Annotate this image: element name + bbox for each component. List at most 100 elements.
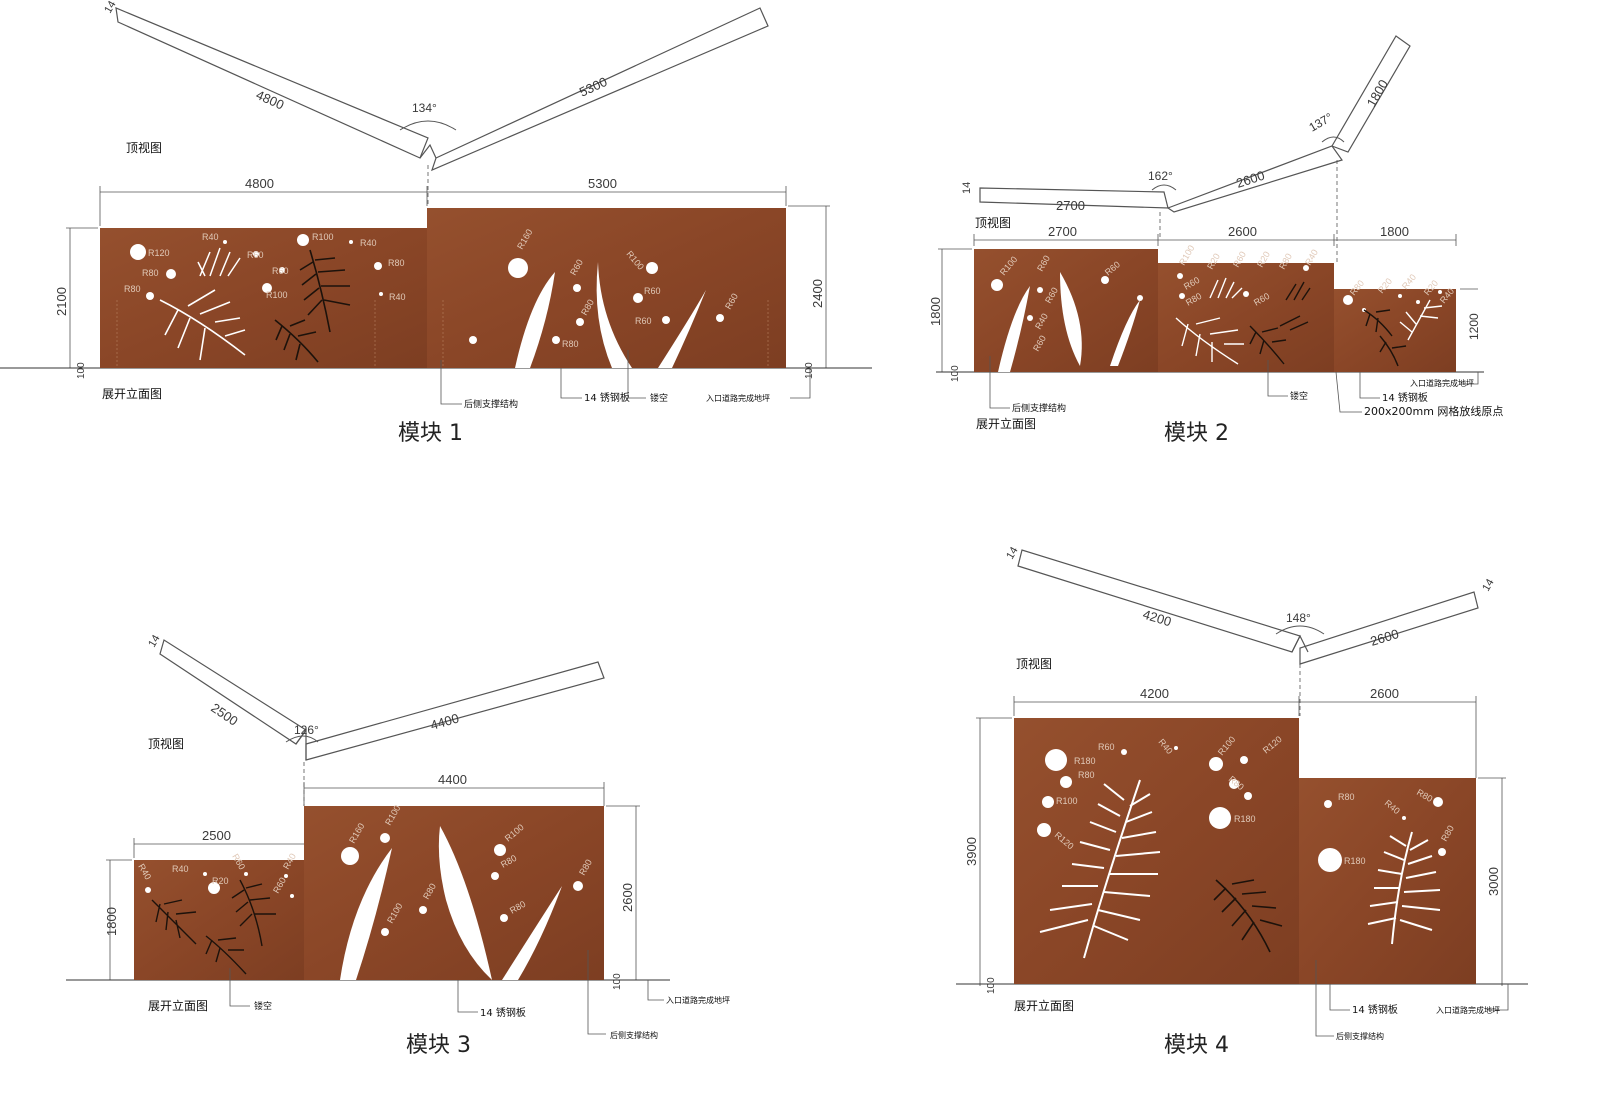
svg-text:R180: R180 bbox=[1344, 856, 1366, 866]
width-dim: 4200 bbox=[1140, 686, 1169, 701]
callout-hollow: 镂空 bbox=[1290, 390, 1308, 402]
plan-length: 4400 bbox=[429, 710, 461, 732]
thickness-label: 14 bbox=[1004, 545, 1021, 562]
module-4-plan bbox=[1017, 549, 1479, 716]
module-3: 14 2500 4400 126° 顶视图 2500 4400 1800 260… bbox=[66, 633, 730, 1058]
height-dim: 2600 bbox=[620, 883, 635, 912]
callout-ground: 入口道路完成地坪 bbox=[666, 995, 730, 1005]
module-1-plan bbox=[115, 7, 769, 206]
width-dim: 5300 bbox=[588, 176, 617, 191]
module-title: 模块 1 bbox=[398, 421, 463, 446]
svg-text:R80: R80 bbox=[124, 284, 141, 294]
thickness-label: 14 bbox=[102, 0, 119, 15]
svg-text:R100: R100 bbox=[266, 290, 288, 300]
top-view-label: 顶视图 bbox=[1016, 656, 1052, 671]
width-dim: 2500 bbox=[202, 828, 231, 843]
elevation-label: 展开立面图 bbox=[102, 386, 162, 401]
top-view-label: 顶视图 bbox=[148, 736, 184, 751]
svg-text:R60: R60 bbox=[644, 286, 661, 296]
height-dim: 1800 bbox=[104, 907, 119, 936]
top-view-label: 顶视图 bbox=[126, 140, 162, 155]
height-dim: 2400 bbox=[810, 279, 825, 308]
svg-text:R120: R120 bbox=[148, 248, 170, 258]
width-dim: 1800 bbox=[1380, 224, 1409, 239]
callout-support: 后侧支撑结构 bbox=[464, 398, 518, 410]
height-dim: 1200 bbox=[1467, 313, 1481, 340]
steel-panel bbox=[134, 860, 304, 980]
plan-length: 1800 bbox=[1364, 77, 1391, 110]
callout-ground: 入口道路完成地坪 bbox=[1436, 1005, 1500, 1015]
callout-ground: 入口道路完成地坪 bbox=[706, 393, 770, 403]
plan-angle: 134° bbox=[412, 101, 437, 115]
svg-text:R40: R40 bbox=[202, 232, 219, 242]
svg-text:R60: R60 bbox=[635, 316, 652, 326]
callout-support: 后侧支撑结构 bbox=[1336, 1031, 1384, 1041]
width-dim: 2600 bbox=[1228, 224, 1257, 239]
svg-text:R80: R80 bbox=[1338, 792, 1355, 802]
svg-text:R80: R80 bbox=[1078, 770, 1095, 780]
top-view-label: 顶视图 bbox=[975, 215, 1011, 230]
module-4: 14 14 4200 2600 148° 顶视图 4200 2600 3900 … bbox=[956, 545, 1528, 1058]
height-dim: 2100 bbox=[54, 287, 69, 316]
steel-panel bbox=[100, 228, 427, 368]
svg-text:R80: R80 bbox=[142, 268, 159, 278]
thickness-label: 14 bbox=[1480, 577, 1497, 594]
elevation-label: 展开立面图 bbox=[1014, 998, 1074, 1013]
svg-text:R60: R60 bbox=[247, 250, 264, 260]
plan-length: 2600 bbox=[1234, 168, 1266, 191]
svg-text:R80: R80 bbox=[562, 339, 579, 349]
plan-length: 2700 bbox=[1056, 198, 1085, 213]
height-dim: 3000 bbox=[1486, 867, 1501, 896]
callout-support: 后侧支撑结构 bbox=[1012, 402, 1066, 414]
elevation-label: 展开立面图 bbox=[976, 416, 1036, 431]
plan-angle: 162° bbox=[1148, 169, 1173, 183]
base-dim: 100 bbox=[804, 362, 815, 379]
svg-text:R180: R180 bbox=[1234, 814, 1256, 824]
callout-hollow: 镂空 bbox=[650, 392, 668, 404]
module-2: 14 2700 2600 1800 162° 137° 顶视图 2700 260… bbox=[928, 35, 1503, 446]
palm-leaf-cutout bbox=[159, 289, 246, 361]
svg-text:R40: R40 bbox=[360, 238, 377, 248]
thickness-label: 14 bbox=[146, 633, 163, 650]
svg-text:R40: R40 bbox=[172, 864, 189, 874]
svg-text:R180: R180 bbox=[1074, 756, 1096, 766]
module-3-plan bbox=[159, 639, 605, 806]
base-dim: 100 bbox=[950, 365, 961, 382]
thickness-label: 14 bbox=[961, 182, 973, 194]
svg-text:R20: R20 bbox=[212, 876, 229, 886]
svg-text:R100: R100 bbox=[1056, 796, 1078, 806]
height-dim: 1800 bbox=[928, 297, 943, 326]
svg-text:R40: R40 bbox=[1400, 272, 1418, 291]
elevation-label: 展开立面图 bbox=[148, 998, 208, 1013]
module-2-plan bbox=[979, 35, 1411, 262]
callout-steel: 14 锈钢板 bbox=[480, 1006, 526, 1019]
width-dim: 2700 bbox=[1048, 224, 1077, 239]
base-dim: 100 bbox=[612, 973, 623, 990]
plan-length: 2600 bbox=[1368, 626, 1400, 649]
plan-angle: 148° bbox=[1286, 611, 1311, 625]
callout-support: 后侧支撑结构 bbox=[610, 1030, 658, 1040]
svg-text:R60: R60 bbox=[1098, 742, 1115, 752]
module-title: 模块 4 bbox=[1164, 1033, 1229, 1058]
plan-length: 4200 bbox=[1141, 607, 1173, 630]
callout-ground: 入口道路完成地坪 bbox=[1410, 378, 1474, 388]
module-title: 模块 3 bbox=[406, 1033, 471, 1058]
plan-length: 4800 bbox=[254, 87, 287, 112]
steel-panel bbox=[1299, 778, 1476, 984]
callout-steel: 14 锈钢板 bbox=[1382, 391, 1428, 404]
callout-grid-origin: 200x200mm 网格放线原点 bbox=[1364, 404, 1503, 418]
base-dim: 100 bbox=[76, 362, 87, 379]
width-dim: 4800 bbox=[245, 176, 274, 191]
plan-angle: 126° bbox=[294, 723, 319, 737]
module-title: 模块 2 bbox=[1164, 421, 1229, 446]
callout-steel: 14 锈钢板 bbox=[1352, 1003, 1398, 1016]
svg-text:R80: R80 bbox=[388, 258, 405, 268]
height-dim: 3900 bbox=[964, 837, 979, 866]
palm-leaf-cutout bbox=[1039, 779, 1441, 959]
svg-text:R100: R100 bbox=[312, 232, 334, 242]
callout-hollow: 镂空 bbox=[254, 1000, 272, 1012]
callout-steel: 14 锈钢板 bbox=[584, 391, 630, 404]
width-dim: 2600 bbox=[1370, 686, 1399, 701]
svg-text:R60: R60 bbox=[272, 266, 289, 276]
